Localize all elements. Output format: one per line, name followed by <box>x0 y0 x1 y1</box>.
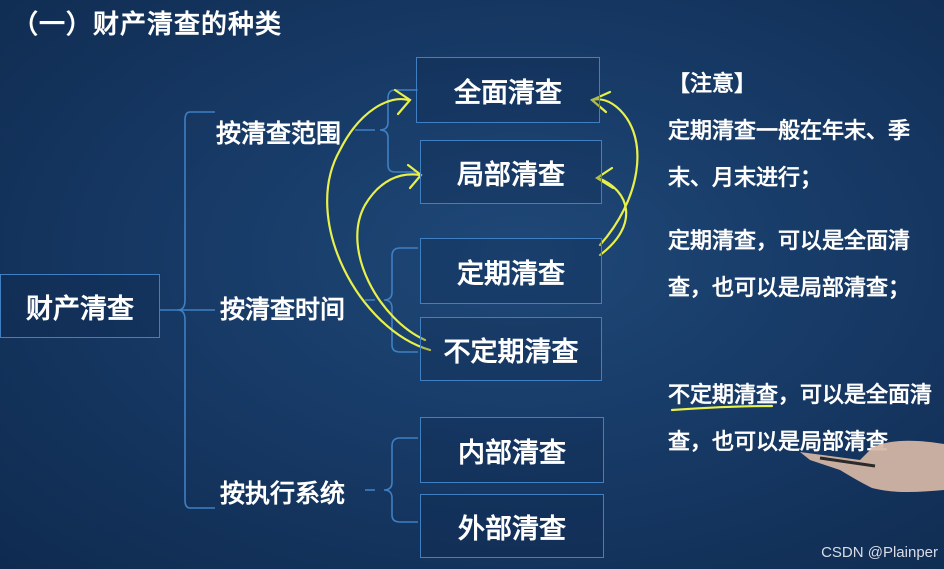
watermark: CSDN @Plainper <box>821 544 938 561</box>
note-paragraph-1: 定期清查一般在年末、季末、月末进行； <box>668 108 938 202</box>
node-irregular-inventory: 不定期清查 <box>420 317 602 381</box>
node-internal-inventory: 内部清查 <box>420 417 604 483</box>
pointing-hand-image <box>800 430 944 500</box>
category-executor-label: 按执行系统 <box>220 474 345 510</box>
node-partial-inventory: 局部清查 <box>420 140 602 204</box>
node-label: 内部清查 <box>458 431 566 470</box>
note-heading: 【注意】 <box>668 70 938 100</box>
node-label: 不定期清查 <box>444 330 579 369</box>
node-periodic-inventory: 定期清查 <box>420 238 602 304</box>
node-full-inventory: 全面清查 <box>416 57 600 123</box>
node-external-inventory: 外部清查 <box>420 494 604 558</box>
category-time-label: 按清查时间 <box>220 290 345 326</box>
category-scope-label: 按清查范围 <box>216 114 341 150</box>
note-paragraph-2: 定期清查，可以是全面清查，也可以是局部清查； <box>668 218 938 312</box>
node-label: 定期清查 <box>457 252 565 291</box>
root-label: 财产清查 <box>26 287 134 326</box>
node-label: 局部清查 <box>457 153 565 192</box>
node-label: 外部清查 <box>458 507 566 546</box>
root-node: 财产清查 <box>0 274 160 338</box>
node-label: 全面清查 <box>454 71 562 110</box>
